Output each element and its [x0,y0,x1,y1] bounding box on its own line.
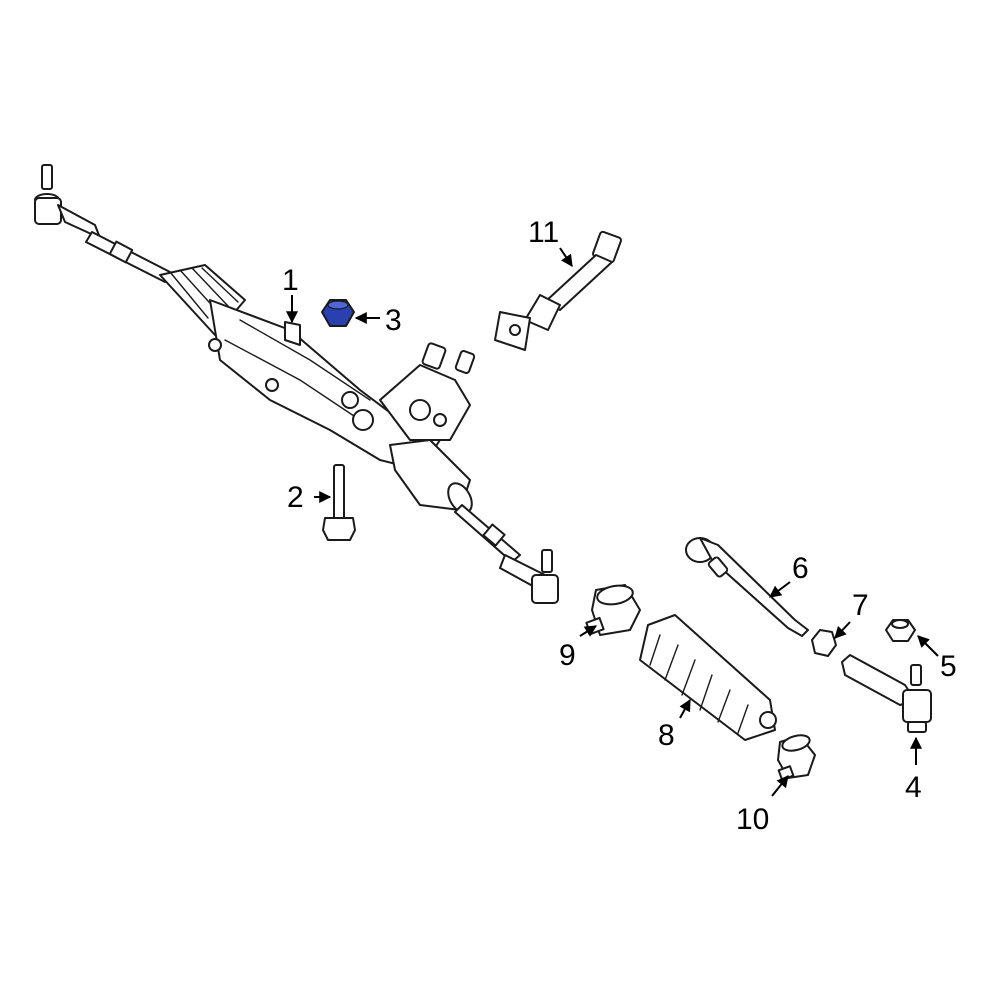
leader-7 [834,621,851,639]
leader-5 [917,635,939,657]
outer-tie-rod-end[interactable] [841,654,932,733]
rack-housing [208,299,441,471]
mounting-bolt[interactable] [322,464,356,541]
pinion-housing [379,342,476,441]
callout-4: 4 [905,771,922,804]
boot-clamp-large[interactable] [585,583,641,636]
leader-6 [769,581,791,598]
callout-9: 9 [559,639,576,672]
leader-10 [771,775,789,797]
boot-clamp-small[interactable] [777,733,816,781]
right-tie-rod-end [499,549,559,604]
callout-5: 5 [940,650,957,683]
steering-rack-assembly[interactable] [34,164,559,604]
leader-11 [559,247,573,267]
leader-8 [679,698,691,719]
callout-3: 3 [385,304,402,337]
leader-9 [579,625,598,637]
callout-labels: 1 2 3 4 5 6 7 8 9 10 11 [282,216,957,836]
callout-8: 8 [658,719,675,752]
callout-6: 6 [792,552,809,585]
callout-7: 7 [852,589,869,622]
inner-tie-rod[interactable] [685,537,809,637]
callout-1: 1 [282,264,299,297]
steering-shaft[interactable] [494,230,622,351]
callout-11: 11 [528,216,559,249]
callout-2: 2 [287,481,304,514]
rack-boot[interactable] [639,614,777,741]
jam-nut[interactable] [811,629,837,657]
tie-rod-end-nut[interactable] [885,619,916,642]
highlighted-nut[interactable] [321,299,355,327]
callout-leaders [286,247,939,797]
left-tie-rod-end [34,164,101,239]
callout-10: 10 [736,803,769,836]
